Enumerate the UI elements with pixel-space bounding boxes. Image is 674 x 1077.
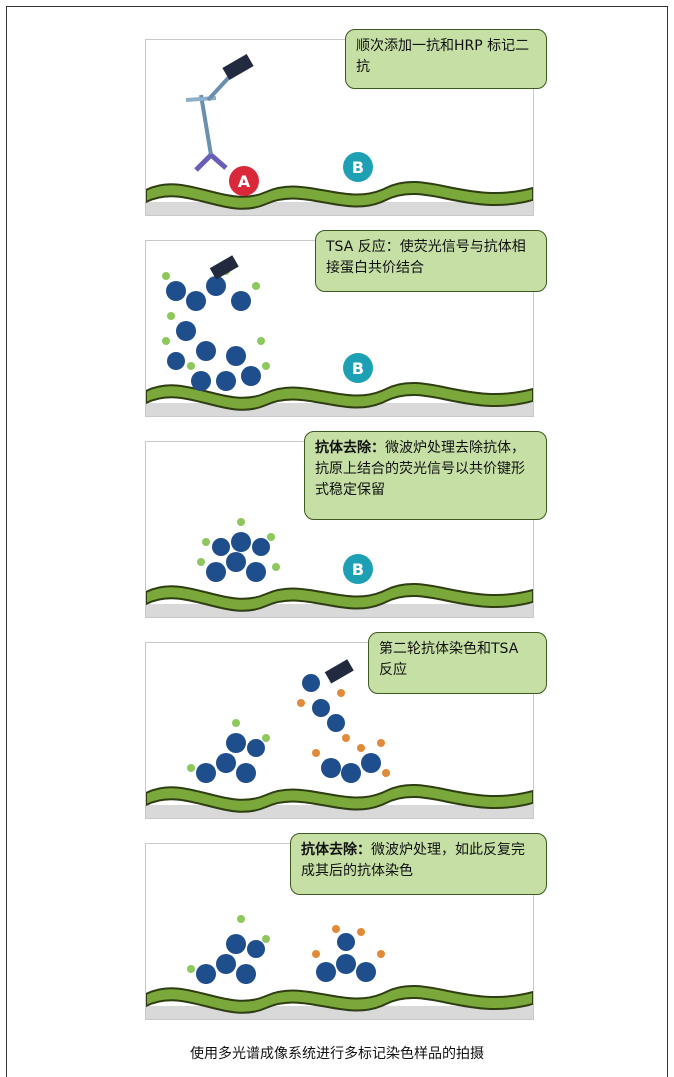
- step-4-callout: 第二轮抗体染色和TSA 反应: [368, 632, 547, 694]
- step-5-illustration: [146, 915, 533, 1019]
- step-5-callout: 抗体去除：微波炉处理，如此反复完成其后的抗体染色: [290, 833, 547, 895]
- step-4-text: 第二轮抗体染色和TSA 反应: [379, 641, 519, 678]
- step-3-text: 微波炉处理去除抗体，抗原上结合的荧光信号以共价键形式稳定保留: [315, 440, 525, 498]
- figure-caption: 使用多光谱成像系统进行多标记染色样品的拍摄: [190, 1046, 484, 1062]
- step-3-callout: 抗体去除：微波炉处理去除抗体，抗原上结合的荧光信号以共价键形式稳定保留: [304, 431, 547, 520]
- step-2-callout: TSA 反应：使荧光信号与抗体相接蛋白共价结合: [315, 230, 547, 292]
- step-5-bold: 抗体去除：: [301, 842, 371, 858]
- step-1-illustration: A B: [146, 53, 533, 215]
- step-2-text: TSA 反应：使荧光信号与抗体相接蛋白共价结合: [326, 239, 526, 276]
- step-3-illustration: B: [146, 518, 533, 617]
- step-4-illustration: [146, 659, 533, 818]
- step-5-text: 微波炉处理，如此反复完成其后的抗体染色: [301, 842, 525, 879]
- antigen-b-label: B: [352, 560, 364, 579]
- step-3-bold: 抗体去除：: [315, 440, 385, 456]
- antigen-b-label: B: [352, 158, 364, 177]
- step-2-illustration: B: [146, 255, 533, 416]
- figure-frame: [6, 6, 668, 1077]
- step-1-callout: 顺次添加一抗和HRP 标记二抗: [345, 29, 547, 89]
- step-1-text: 顺次添加一抗和HRP 标记二抗: [356, 38, 530, 75]
- antigen-b-label: B: [352, 359, 364, 378]
- antigen-a-label: A: [238, 172, 251, 191]
